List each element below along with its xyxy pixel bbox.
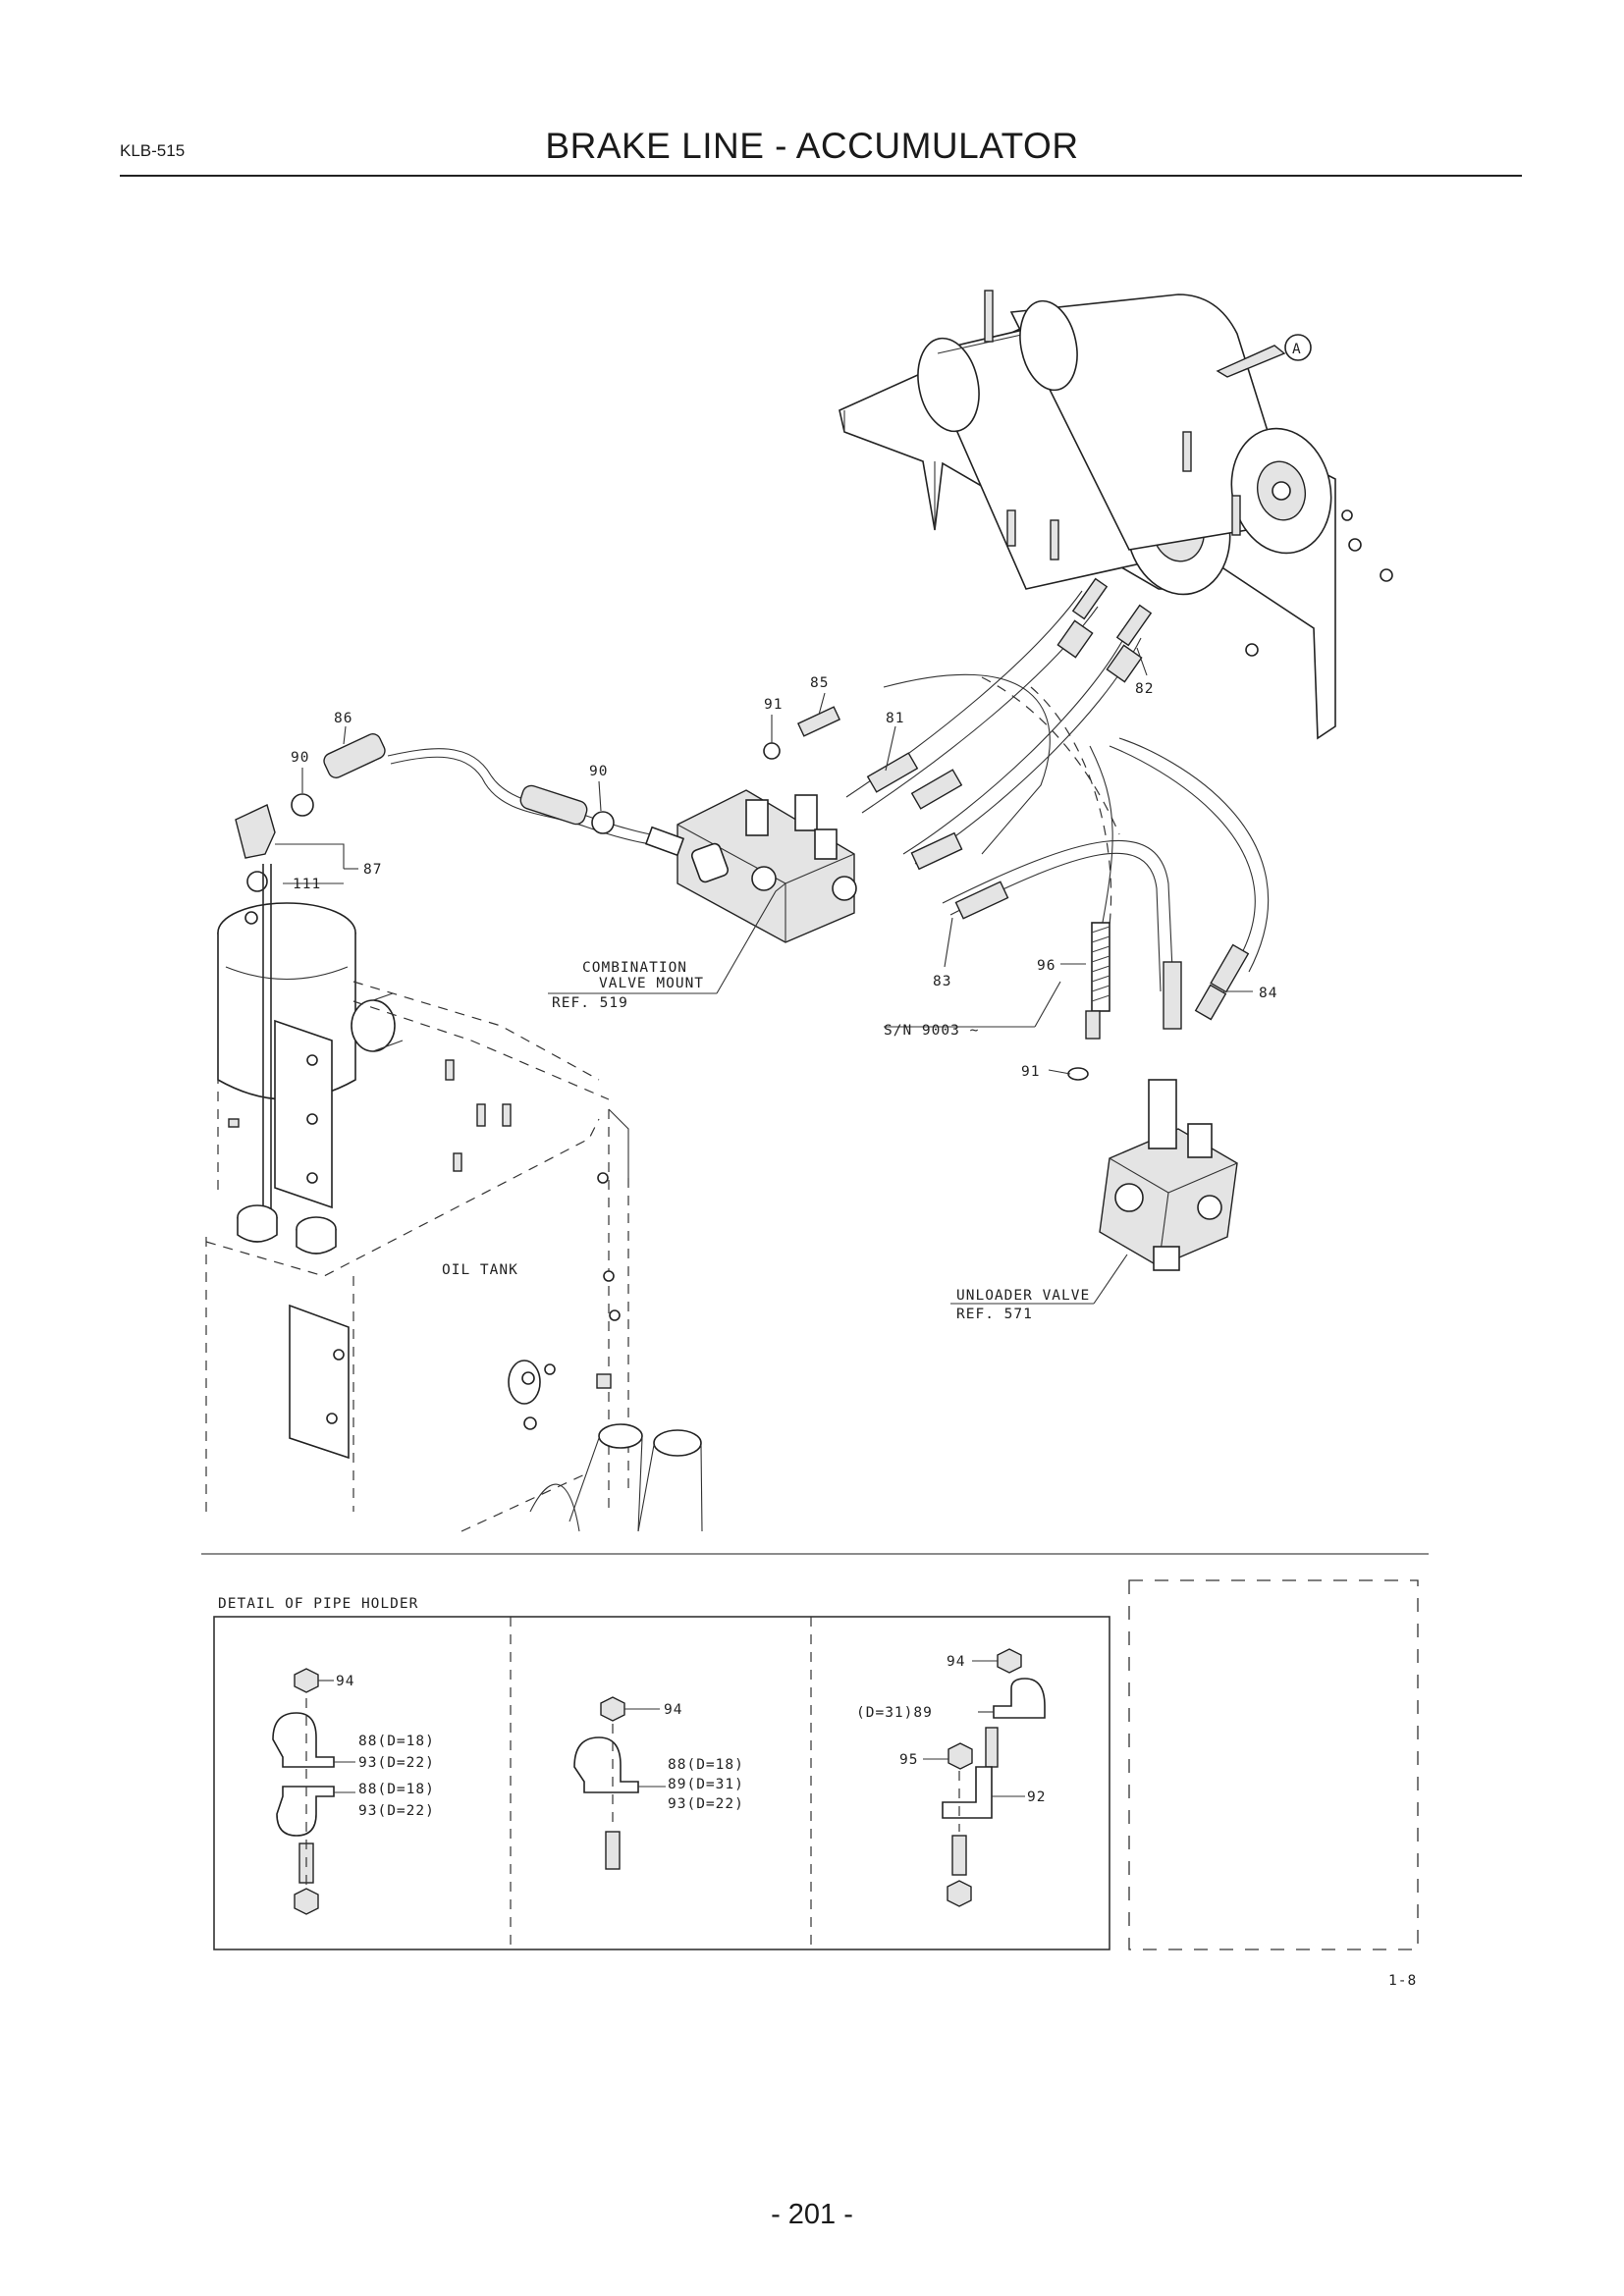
combination-valve-ref: REF. 519 (552, 995, 628, 1011)
serial-number-note: S/N 9003 ~ (884, 1023, 979, 1039)
nut-icon (947, 1742, 973, 1770)
detail1-label-93-lower: 93(D=22) (358, 1803, 435, 1819)
page-title: BRAKE LINE - ACCUMULATOR (545, 126, 1079, 166)
callout-85: 85 (810, 675, 829, 691)
callout-82: 82 (1135, 681, 1154, 697)
hoses (387, 590, 1270, 992)
callout-81: 81 (886, 711, 904, 726)
nut-icon (294, 1888, 319, 1915)
pipe-clamp-icon (993, 1678, 1046, 1719)
detail-frame (213, 1616, 1110, 1950)
pipe-clamp-icon (573, 1736, 639, 1793)
nut-icon (997, 1648, 1022, 1674)
unloader-valve (1099, 1079, 1238, 1271)
view-arrow-icon (1216, 345, 1286, 378)
oil-tank-label: OIL TANK (442, 1262, 518, 1278)
callout-86: 86 (334, 711, 352, 726)
callout-90-left: 90 (291, 750, 309, 766)
detail2-label-88: 88(D=18) (668, 1757, 744, 1773)
view-marker-label: A (1292, 342, 1302, 357)
callout-labels: 85 91 81 82 83 84 96 91 86 90 90 87 111 … (291, 675, 1277, 1322)
header-rule (120, 175, 1522, 177)
callout-87: 87 (363, 862, 382, 878)
accumulator-tank-right (1009, 294, 1332, 555)
unloader-valve-label: UNLOADER VALVE (956, 1288, 1090, 1304)
detail3-label-95: 95 (899, 1752, 918, 1768)
pipe-clamp-lower-icon (276, 1786, 335, 1837)
combination-valve (644, 789, 857, 943)
stud-icon (985, 1727, 999, 1768)
callout-90-right: 90 (589, 764, 608, 779)
detail-panel-3: 94 (D=31)89 95 92 (856, 1648, 1046, 1907)
pipe-holder-detail: DETAIL OF PIPE HOLDER 94 88(D=18) 93(D=2… (213, 1579, 1419, 1989)
detail-panel-2: 94 88(D=18) 89(D=31) 93(D=22) (573, 1696, 744, 1870)
pipe-clamp-icon (272, 1712, 335, 1768)
detail-panel-1: 94 88(D=18) 93(D=22) 88(D=18) 93(D=22) (272, 1668, 435, 1915)
callout-84: 84 (1259, 986, 1277, 1001)
view-marker-circle (1284, 334, 1312, 361)
detail3-label-89: (D=31)89 (856, 1705, 933, 1721)
bolt-icon (605, 1831, 621, 1870)
detail3-label-92: 92 (1027, 1789, 1046, 1805)
leader-lines (275, 647, 1253, 1305)
callout-96: 96 (1037, 958, 1056, 974)
bracket-icon (942, 1766, 993, 1819)
detail2-label-89: 89(D=31) (668, 1777, 744, 1792)
combination-valve-label-line2: VALVE MOUNT (599, 976, 704, 991)
combination-valve-label-line1: COMBINATION (582, 960, 687, 976)
detail-view-a-box (1128, 1579, 1419, 1950)
detail1-label-93-upper: 93(D=22) (358, 1755, 435, 1771)
detail1-label-88-lower: 88(D=18) (358, 1782, 435, 1797)
page-number: - 201 - (771, 2199, 853, 2230)
detail-title: DETAIL OF PIPE HOLDER (218, 1596, 418, 1612)
callout-91-upper: 91 (764, 697, 783, 713)
detail3-label-94: 94 (947, 1654, 965, 1670)
nut-icon (947, 1880, 972, 1907)
detail2-label-94: 94 (664, 1702, 682, 1718)
nut-icon (600, 1696, 625, 1722)
callout-111: 111 (293, 877, 321, 892)
document-code: KLB-515 (120, 141, 186, 160)
callout-91-lower: 91 (1021, 1064, 1040, 1080)
detail1-label-94: 94 (336, 1674, 354, 1689)
figure-reference: 1-8 (1388, 1973, 1417, 1989)
accumulator-assembly: A (839, 290, 1393, 740)
bolt-icon (951, 1835, 967, 1876)
nut-icon (294, 1668, 319, 1693)
hose-fittings (235, 577, 1250, 1081)
unloader-valve-ref: REF. 571 (956, 1307, 1033, 1322)
callout-83: 83 (933, 974, 951, 989)
oil-tank (205, 864, 703, 1532)
detail1-label-88-upper: 88(D=18) (358, 1734, 435, 1749)
detail2-label-93: 93(D=22) (668, 1796, 744, 1812)
